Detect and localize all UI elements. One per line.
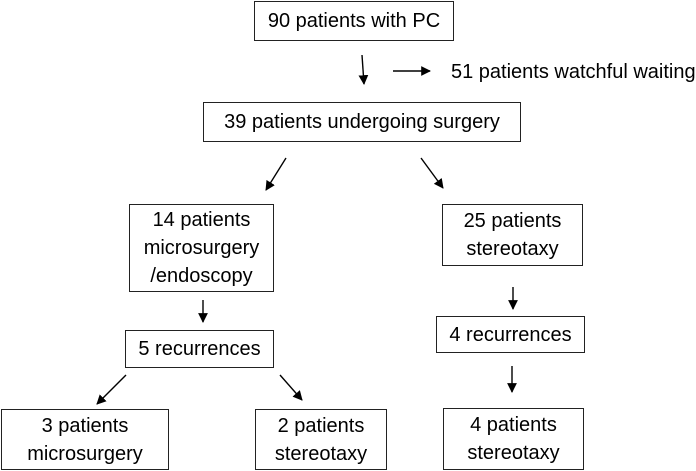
node-right-stereotaxy-line-2: stereotaxy <box>467 442 560 464</box>
node-microsurgery-endoscopy: 14 patients microsurgery /endoscopy <box>129 204 274 292</box>
arrow-to-surgery <box>358 54 369 85</box>
arrow-to-left-stereotaxy <box>279 374 303 401</box>
node-microsurgery-endoscopy-line-2: microsurgery <box>143 237 260 259</box>
node-left-microsurgery-line-1: 3 patients <box>41 414 129 437</box>
node-left-stereotaxy: 2 patients stereotaxy <box>255 409 387 470</box>
node-surgery-line-1: 39 patients undergoing surgery <box>224 111 500 133</box>
node-stereotaxy: 25 patients stereotaxy <box>442 204 583 266</box>
node-stereotaxy-line-2: stereotaxy <box>466 238 559 260</box>
node-watchful-waiting: 51 patients watchful waiting <box>451 60 696 84</box>
node-right-stereotaxy-line-1: 4 patients <box>470 414 557 436</box>
node-recurrences-right-line-1: 4 recurrences <box>449 323 572 346</box>
node-surgery: 39 patients undergoing surgery <box>203 102 521 142</box>
node-all-patients: 90 patients with PC <box>254 1 454 41</box>
arrow-to-left-microsurgery <box>96 374 127 405</box>
node-right-stereotaxy: 4 patients stereotaxy <box>443 408 584 470</box>
arrow-to-stereotaxy <box>420 157 444 189</box>
node-left-stereotaxy-line-2: stereotaxy <box>274 442 368 465</box>
node-microsurgery-endoscopy-line-3: /endoscopy <box>150 265 253 287</box>
node-left-microsurgery: 3 patients microsurgery <box>1 409 169 470</box>
node-all-patients-line-1: 90 patients with PC <box>267 10 441 32</box>
node-watchful-waiting-line-1: 51 patients watchful waiting <box>451 61 696 83</box>
arrow-to-microsurgery-endoscopy <box>265 157 287 191</box>
node-microsurgery-endoscopy-line-1: 14 patients <box>152 209 251 231</box>
node-recurrences-left: 5 recurrences <box>125 330 274 368</box>
node-left-microsurgery-line-2: microsurgery <box>27 442 143 465</box>
node-stereotaxy-line-1: 25 patients <box>463 210 562 232</box>
node-recurrences-left-line-1: 5 recurrences <box>138 338 261 360</box>
node-left-stereotaxy-line-1: 2 patients <box>277 414 365 437</box>
node-recurrences-right: 4 recurrences <box>436 316 585 353</box>
